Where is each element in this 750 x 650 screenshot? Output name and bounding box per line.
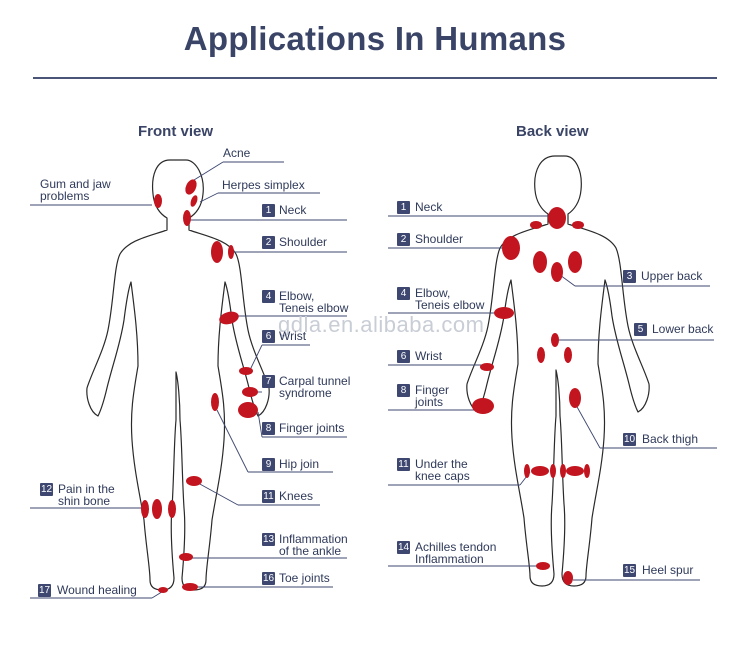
- badge-back-elbow: 4: [397, 287, 410, 300]
- label-toe: Toe joints: [279, 571, 330, 585]
- badge-heel-spur: 15: [623, 564, 636, 577]
- label-wound: Wound healing: [57, 583, 137, 597]
- badge-hip: 9: [262, 458, 275, 471]
- label-gum-jaw: Gum and jaw problems: [40, 177, 111, 203]
- label-herpes-simplex: Herpes simplex: [222, 178, 305, 192]
- label-front-elbow: Elbow, Teneis elbow: [279, 289, 349, 315]
- label-carpal-tunnel: Carpal tunnel syndrome: [279, 374, 351, 400]
- front-body-outline: [86, 159, 270, 591]
- badge-back-wrist: 6: [397, 350, 410, 363]
- watermark: gdla.en.alibaba.com: [278, 312, 485, 337]
- badge-front-wrist: 6: [262, 330, 275, 343]
- label-back-elbow: Elbow, Teneis elbow: [415, 286, 485, 312]
- label-front-finger: Finger joints: [279, 421, 345, 435]
- label-front-neck: Neck: [279, 203, 307, 217]
- front-view-title: Front view: [138, 123, 214, 140]
- label-front-shoulder: Shoulder: [279, 235, 328, 249]
- label-acne: Acne: [223, 146, 251, 160]
- label-hip: Hip join: [279, 457, 320, 471]
- badge-carpal-tunnel: 7: [262, 375, 275, 388]
- label-back-neck: Neck: [415, 200, 443, 214]
- label-back-wrist: Wrist: [415, 349, 443, 363]
- badge-front-shoulder: 2: [262, 236, 275, 249]
- label-ankle: Inflammation of the ankle: [279, 532, 348, 558]
- badge-wound: 17: [38, 584, 51, 597]
- label-back-shoulder: Shoulder: [415, 232, 464, 246]
- badge-back-shoulder: 2: [397, 233, 410, 246]
- label-back-thigh: Back thigh: [642, 432, 699, 446]
- badge-upper-back: 3: [623, 270, 636, 283]
- badge-ankle: 13: [262, 533, 275, 546]
- badge-back-finger: 8: [397, 384, 410, 397]
- badge-back-knee: 11: [397, 458, 410, 471]
- label-back-knee: Under the knee caps: [415, 457, 470, 483]
- back-view-title: Back view: [516, 123, 589, 140]
- label-upper-back: Upper back: [641, 269, 703, 283]
- label-lower-back: Lower back: [652, 322, 714, 336]
- label-back-finger: Finger joints: [415, 383, 450, 409]
- badge-lower-back: 5: [634, 323, 647, 336]
- label-front-wrist: Wrist: [279, 329, 307, 343]
- badge-front-elbow: 4: [262, 290, 275, 303]
- title-divider: [33, 77, 717, 79]
- label-shin: Pain in the shin bone: [58, 482, 115, 508]
- label-achilles: Achilles tendon Inflammation: [415, 540, 497, 566]
- badge-knees: 11: [262, 490, 275, 503]
- page-title: Applications In Humans: [183, 20, 567, 57]
- label-heel-spur: Heel spur: [642, 563, 694, 577]
- badge-front-finger: 8: [262, 422, 275, 435]
- badge-front-neck: 1: [262, 204, 275, 217]
- label-knees: Knees: [279, 489, 314, 503]
- badge-back-thigh: 10: [623, 433, 636, 446]
- badge-toe: 16: [262, 572, 275, 585]
- badge-back-neck: 1: [397, 201, 410, 214]
- badge-achilles: 14: [397, 541, 410, 554]
- badge-shin: 12: [40, 483, 53, 496]
